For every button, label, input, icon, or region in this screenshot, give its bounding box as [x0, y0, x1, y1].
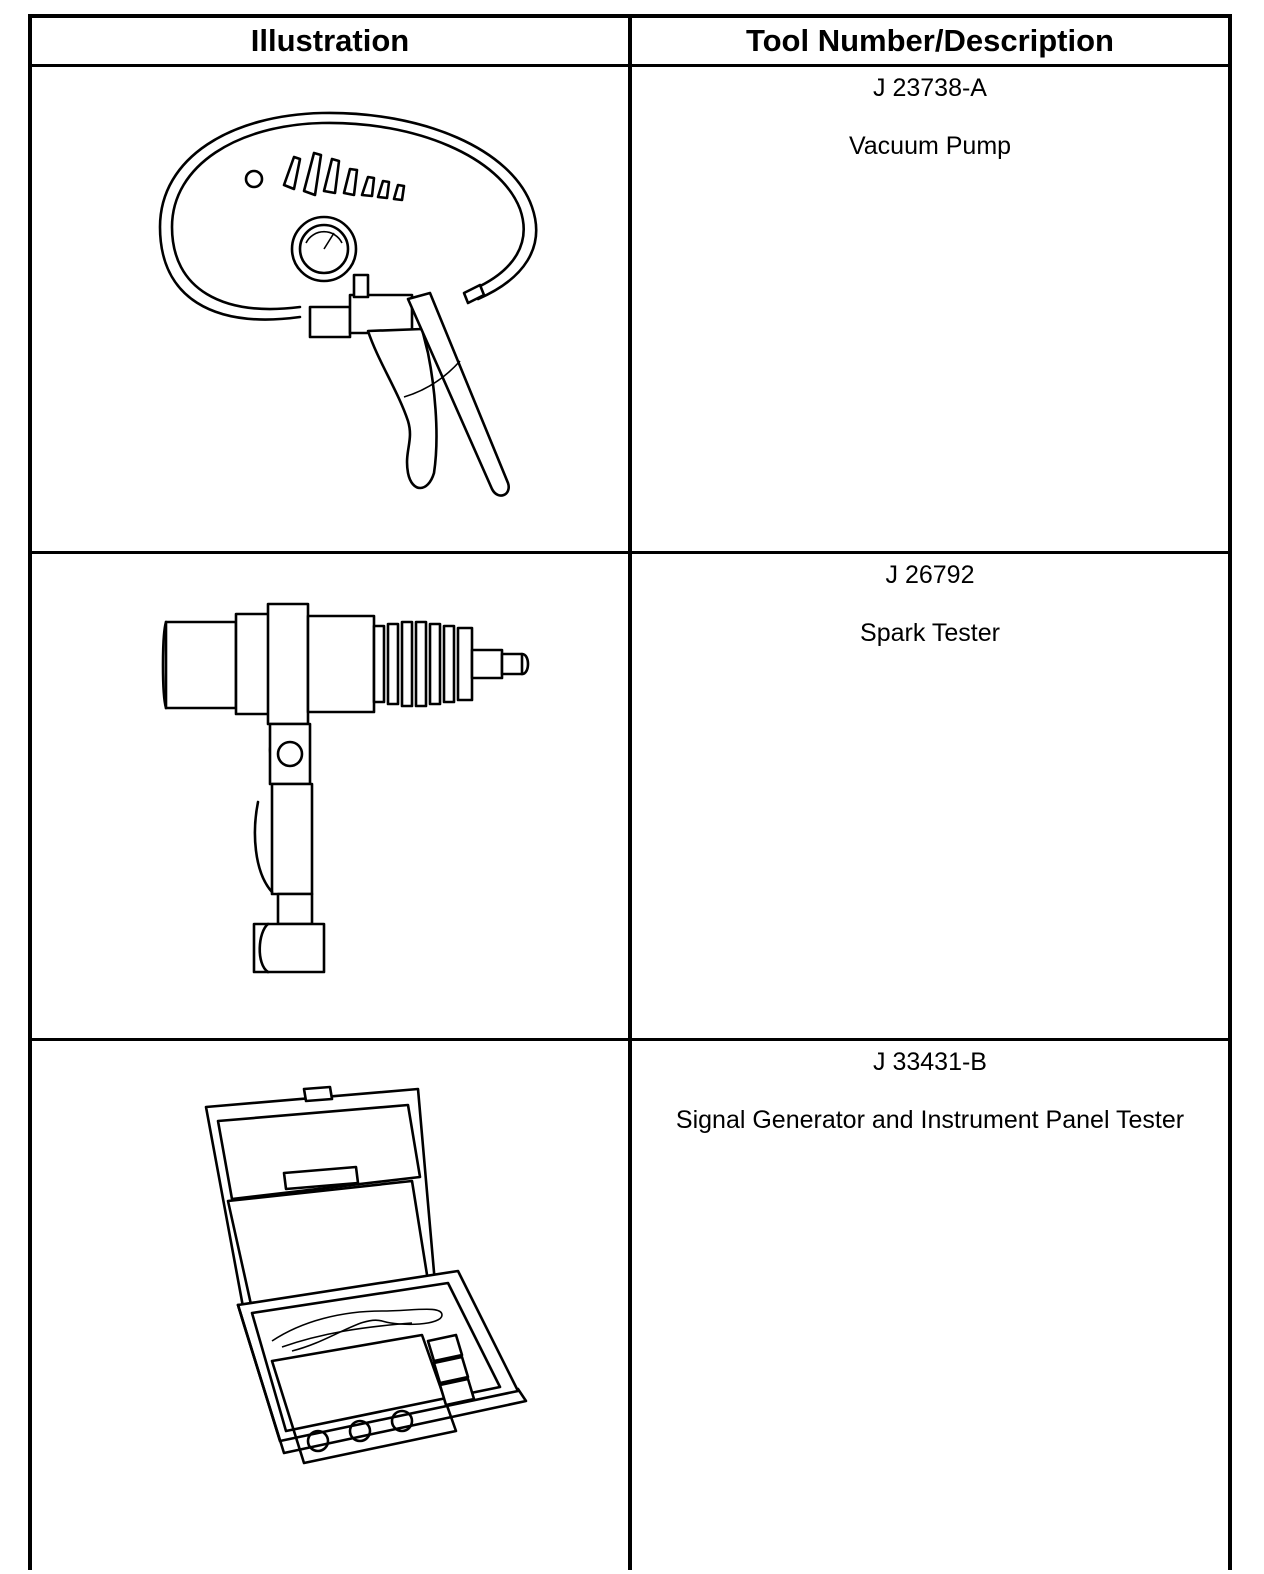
header-row-divider [32, 64, 1228, 67]
table-row: J 26792 Spark Tester [632, 554, 1228, 648]
tool-description: Spark Tester [860, 619, 1000, 647]
tool-description: Signal Generator and Instrument Panel Te… [675, 1106, 1185, 1134]
row-divider [32, 1038, 1228, 1041]
special-tools-table: Illustration Tool Number/Description [28, 14, 1232, 1570]
tool-description: Vacuum Pump [848, 132, 1012, 160]
table-row-illustration [32, 554, 628, 1038]
row-divider [32, 551, 1228, 554]
vacuum-pump-icon [158, 111, 538, 497]
tool-number: J 26792 [885, 561, 975, 589]
table-row-illustration [32, 1041, 628, 1574]
column-divider [628, 18, 632, 1570]
header-tool-number-description: Tool Number/Description [745, 23, 1114, 58]
table-row: J 33431-B Signal Generator and Instrumen… [632, 1041, 1228, 1135]
tool-number: J 23738-A [873, 74, 987, 102]
tool-number: J 33431-B [873, 1048, 987, 1076]
spark-tester-icon [161, 602, 530, 974]
table-row: J 23738-A Vacuum Pump [632, 67, 1228, 161]
table-row-illustration [32, 67, 628, 551]
header-illustration: Illustration [250, 23, 410, 58]
signal-generator-case-icon [204, 1085, 528, 1465]
